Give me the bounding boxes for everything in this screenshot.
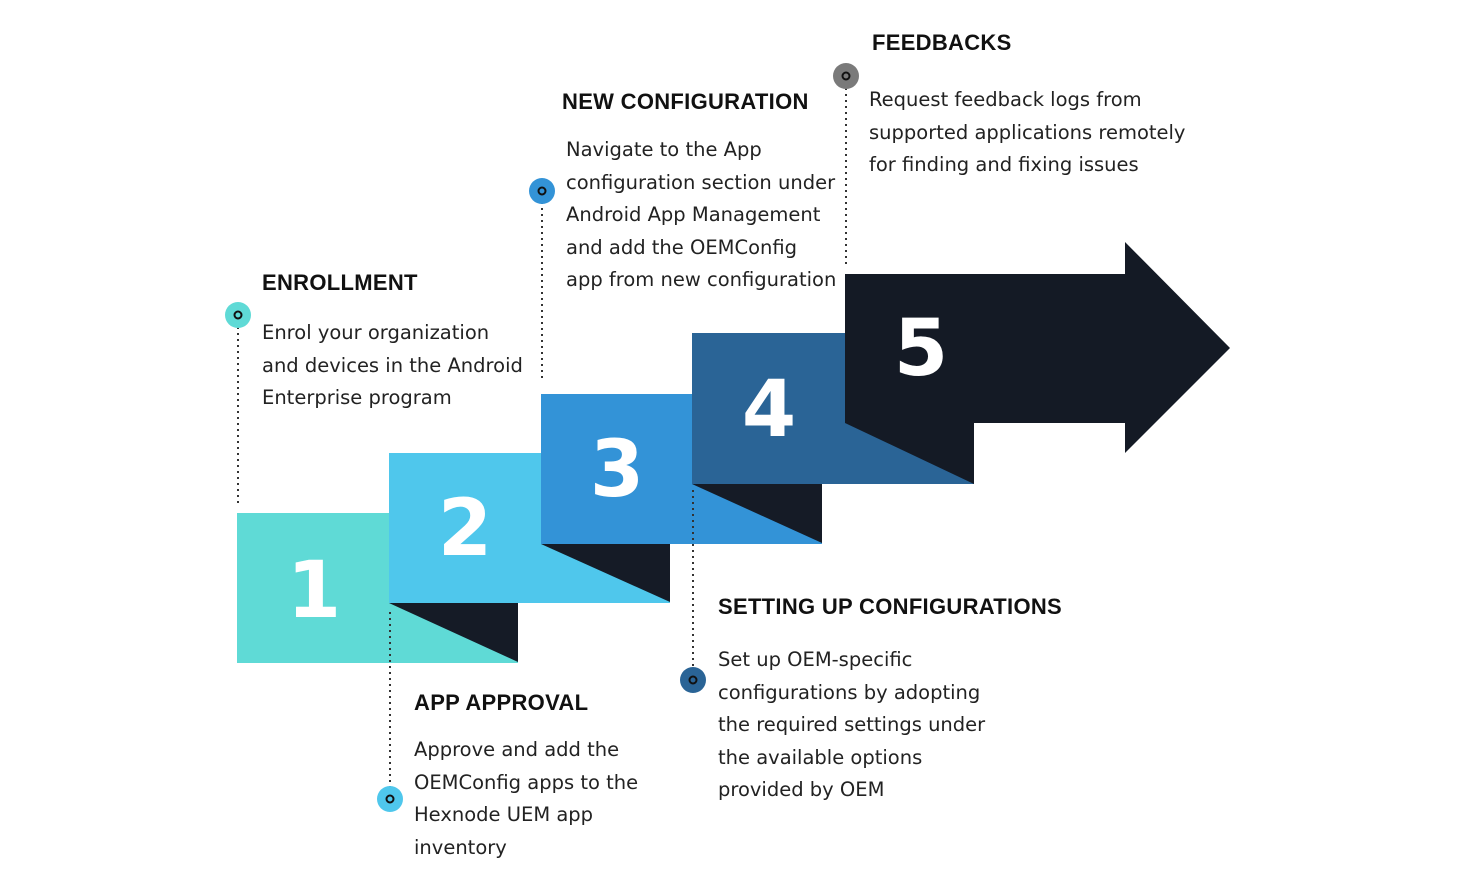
step-5-shape [845,242,1230,484]
feedbacks-marker-icon [833,63,859,89]
setting-up-configurations-title: SETTING UP CONFIGURATIONS [718,594,1063,619]
enrollment-title: ENROLLMENT [262,270,418,295]
step-4-fold [692,484,822,543]
step-5-arrow: 5 [845,242,1230,484]
feedbacks-title: FEEDBACKS [872,30,1012,55]
setting-up-marker-icon [680,667,706,693]
setting-up-configurations-description: Set up OEM-specific configurations by ad… [718,648,986,801]
new-configuration-marker-icon [529,178,555,204]
new-configuration-description: Navigate to the App configuration sectio… [566,138,837,291]
enrollment-description: Enrol your organization and devices in t… [262,321,523,409]
feedbacks-description: Request feedback logs from supported app… [869,88,1186,176]
new-configuration-title: NEW CONFIGURATION [562,89,809,114]
enrollment-marker-icon [225,302,251,328]
app-approval-marker-icon [377,786,403,812]
step-3-fold [541,544,670,602]
app-approval-title: APP APPROVAL [414,690,589,715]
step-2-fold [389,603,518,662]
step-4-number: 4 [742,365,796,455]
step-1-number: 1 [287,546,341,636]
step-2-number: 2 [438,484,492,574]
step-5-number: 5 [894,304,948,394]
app-approval-description: Approve and add the OEMConfig apps to th… [414,738,639,859]
step-3-number: 3 [590,425,644,515]
